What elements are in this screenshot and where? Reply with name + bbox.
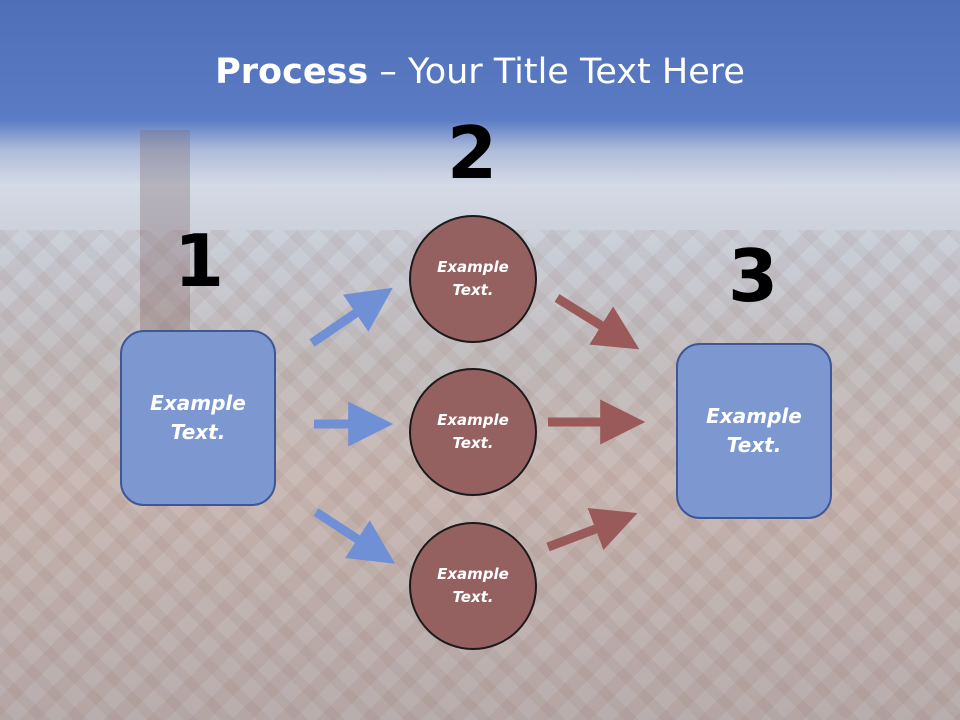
end-box-text: Example Text.	[706, 404, 802, 457]
arrow-bottom-to-right	[546, 507, 638, 552]
title-bold: Process	[215, 52, 369, 92]
end-box: Example Text.	[676, 343, 832, 519]
title-separator: –	[368, 52, 408, 92]
start-box: Example Text.	[120, 330, 276, 506]
arrow-left-to-top	[309, 287, 393, 347]
step-number-2: 2	[446, 111, 498, 195]
step-number-3: 3	[727, 234, 779, 318]
title-rest: Your Title Text Here	[407, 52, 745, 92]
arrow-left-to-bottom	[313, 508, 396, 564]
step-number-1: 1	[173, 219, 225, 303]
circle-middle: Example Text.	[409, 368, 537, 496]
arrow-top-to-right	[554, 294, 640, 350]
start-box-text: Example Text.	[150, 391, 246, 444]
circle-bottom-text: Example Text.	[437, 565, 509, 606]
slide-title: Process – Your Title Text Here	[0, 52, 960, 92]
circle-top-text: Example Text.	[437, 258, 509, 299]
circle-top: Example Text.	[409, 215, 537, 343]
circle-middle-text: Example Text.	[437, 411, 509, 452]
circle-bottom: Example Text.	[409, 522, 537, 650]
